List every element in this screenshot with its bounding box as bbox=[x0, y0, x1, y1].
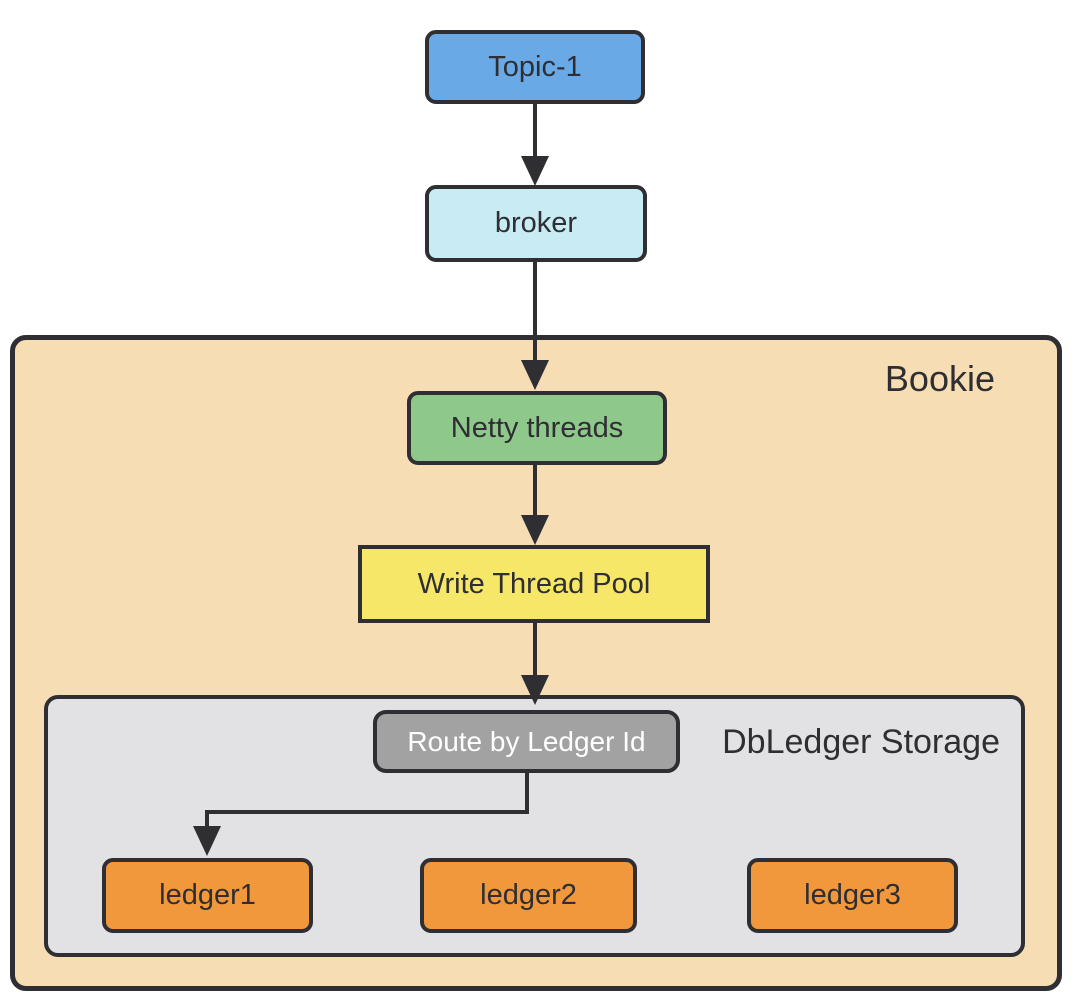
node-write-thread-pool-label: Write Thread Pool bbox=[417, 567, 651, 600]
arrow-topic-to-broker bbox=[521, 104, 549, 186]
node-broker: broker bbox=[425, 185, 647, 262]
bookie-label: Bookie bbox=[884, 358, 995, 399]
node-ledger3-label: ledger3 bbox=[804, 879, 901, 911]
node-write-thread-pool: Write Thread Pool bbox=[358, 545, 710, 623]
arrowhead-icon bbox=[521, 156, 549, 186]
node-ledger3: ledger3 bbox=[747, 858, 958, 933]
node-ledger2: ledger2 bbox=[420, 858, 637, 933]
node-broker-label: broker bbox=[494, 207, 578, 239]
node-ledger1: ledger1 bbox=[102, 858, 313, 933]
node-ledger1-label: ledger1 bbox=[159, 879, 256, 911]
node-route-by-ledger-id: Route by Ledger Id bbox=[373, 710, 680, 773]
node-netty-threads-label: Netty threads bbox=[450, 411, 624, 444]
node-ledger2-label: ledger2 bbox=[480, 879, 577, 911]
dbledger-storage-label: DbLedger Storage bbox=[722, 723, 1000, 761]
node-route-by-ledger-id-label: Route by Ledger Id bbox=[407, 725, 646, 757]
node-topic-1-label: Topic-1 bbox=[488, 50, 582, 83]
node-topic-1: Topic-1 bbox=[425, 30, 645, 104]
node-netty-threads: Netty threads bbox=[407, 391, 667, 465]
